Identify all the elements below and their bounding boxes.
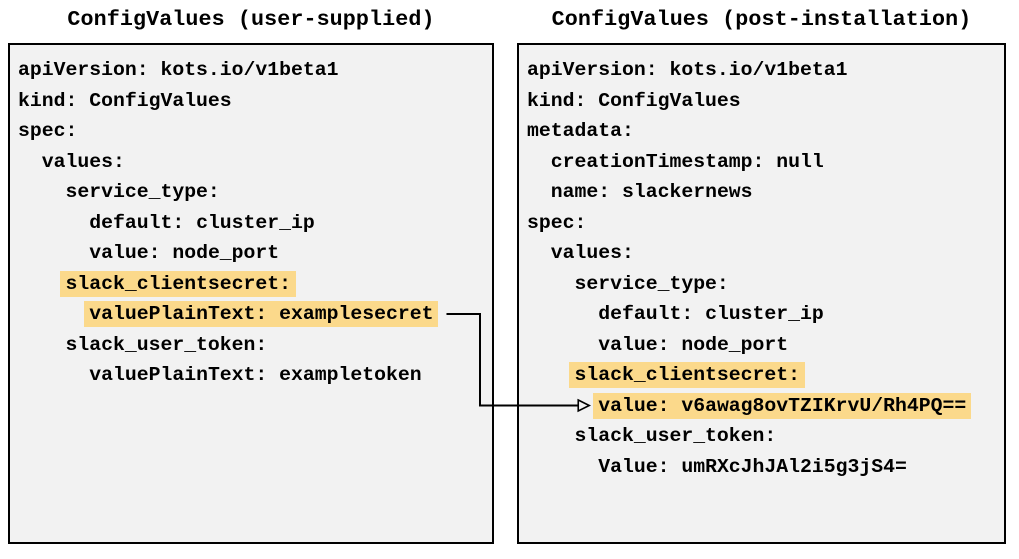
- code-line: apiVersion: kots.io/v1beta1: [527, 55, 996, 86]
- code-text: valuePlainText: exampletoken: [89, 364, 422, 386]
- code-text: value: node_port: [89, 242, 280, 264]
- code-text: kind: ConfigValues: [18, 89, 232, 112]
- code-line: service_type:: [18, 177, 484, 208]
- code-text: apiVersion: kots.io/v1beta1: [18, 59, 339, 81]
- highlighted-code-text: slack_clientsecret:: [569, 362, 806, 388]
- right-panel-title: ConfigValues (post-installation): [551, 7, 972, 32]
- code-text: kind: ConfigValues: [527, 89, 741, 112]
- code-text: service_type:: [65, 181, 220, 203]
- code-line: slack_user_token:: [18, 330, 484, 361]
- code-line: slack_user_token:: [527, 421, 996, 452]
- code-line: kind: ConfigValues: [527, 86, 996, 117]
- code-line: creationTimestamp: null: [527, 147, 996, 178]
- code-text: Value: umRXcJhJAl2i5g3jS4=: [598, 455, 907, 478]
- highlighted-code-text: slack_clientsecret:: [60, 270, 297, 297]
- code-line: value: node_port: [527, 330, 996, 361]
- code-line: metadata:: [527, 116, 996, 147]
- user-supplied-config-box: apiVersion: kots.io/v1beta1 kind: ConfigV…: [8, 43, 494, 544]
- code-line: default: cluster_ip: [18, 208, 484, 239]
- highlighted-code-text: value: v6awag8ovTZIKrvU/Rh4PQ==: [593, 392, 972, 419]
- code-line: slack_clientsecret:: [527, 360, 996, 391]
- code-text: metadata:: [527, 120, 634, 142]
- code-line: kind: ConfigValues: [18, 86, 484, 117]
- code-line: default: cluster_ip: [527, 299, 996, 330]
- code-line: apiVersion: kots.io/v1beta1: [18, 55, 484, 86]
- post-installation-config-box: apiVersion: kots.io/v1beta1 kind: ConfigV…: [517, 43, 1006, 544]
- code-line: Value: umRXcJhJAl2i5g3jS4=: [527, 452, 996, 483]
- code-line: slack_clientsecret:: [18, 269, 484, 300]
- code-text: values:: [550, 242, 634, 264]
- code-line: value: node_port: [18, 238, 484, 269]
- code-text: slack_user_token:: [65, 333, 268, 356]
- code-text: spec:: [527, 211, 587, 234]
- code-text: apiVersion: kots.io/v1beta1: [527, 59, 848, 81]
- code-line: values:: [18, 147, 484, 178]
- code-line: valuePlainText: exampletoken: [18, 360, 484, 391]
- code-line: spec:: [18, 116, 484, 147]
- code-line: name: slackernews: [527, 177, 996, 208]
- code-text: creationTimestamp: null: [550, 150, 824, 173]
- code-text: name: slackernews: [550, 181, 753, 203]
- code-text: values:: [41, 150, 125, 173]
- code-text: spec:: [18, 120, 78, 142]
- code-text: default: cluster_ip: [598, 303, 824, 325]
- code-line: service_type:: [527, 269, 996, 300]
- code-line: spec:: [527, 208, 996, 239]
- code-line: values:: [527, 238, 996, 269]
- highlighted-code-text: valuePlainText: examplesecret: [84, 301, 439, 327]
- code-text: slack_user_token:: [574, 425, 777, 447]
- code-line: value: v6awag8ovTZIKrvU/Rh4PQ==: [527, 391, 996, 422]
- code-text: value: node_port: [598, 333, 789, 356]
- code-text: service_type:: [574, 272, 729, 295]
- code-line: valuePlainText: examplesecret: [18, 299, 484, 330]
- left-panel-title: ConfigValues (user-supplied): [67, 7, 435, 32]
- code-text: default: cluster_ip: [89, 211, 315, 234]
